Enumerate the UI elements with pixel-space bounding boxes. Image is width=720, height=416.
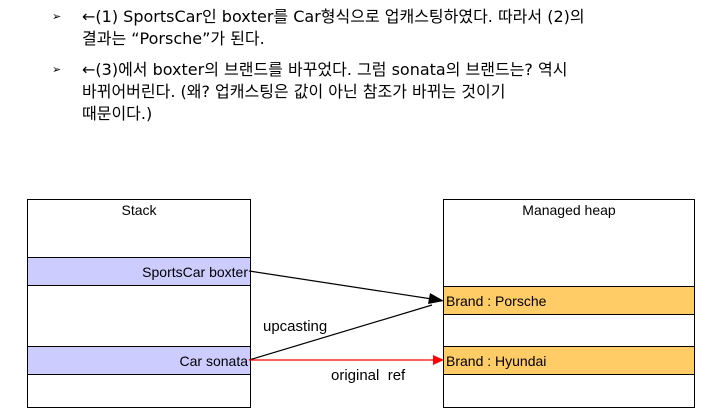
- stack-item-sonata: Car sonata: [28, 346, 250, 375]
- heap-item-hyundai: Brand : Hyundai: [444, 346, 694, 375]
- arrow-head-hyundai: [433, 355, 444, 365]
- heap-box: Managed heap Brand : Porsche Brand : Hyu…: [443, 199, 695, 408]
- arrow-sonata-to-porsche: [248, 304, 433, 361]
- original-ref-label: original ref: [331, 367, 406, 384]
- bullet-1-line-2: 결과는 “Porsche”가 된다.: [82, 29, 265, 48]
- arrow-head-porsche: [428, 293, 444, 304]
- bullet-1-line-1: ←(1) SportsCar인 boxter를 Car형식으로 업캐스팅하였다.…: [82, 7, 585, 26]
- bullet-2: ➢ ←(3)에서 boxter의 브랜드를 바꾸었다. 그럼 sonata의 브…: [52, 59, 672, 125]
- stack-title: Stack: [121, 202, 157, 218]
- stack-box: Stack SportsCar boxter Car sonata: [27, 199, 251, 408]
- stack-item-boxter: SportsCar boxter: [28, 257, 250, 286]
- arrow-boxter-to-porsche: [248, 270, 433, 300]
- bullet-1: ➢ ←(1) SportsCar인 boxter를 Car형식으로 업캐스팅하였…: [52, 6, 672, 50]
- heap-item-porsche: Brand : Porsche: [444, 286, 694, 315]
- bullet-marker: ➢: [52, 63, 62, 76]
- heap-title: Managed heap: [522, 202, 616, 218]
- bullet-marker: ➢: [52, 10, 62, 23]
- bullet-2-line-2: 바뀌어버린다. (왜? 업캐스팅은 값이 아닌 참조가 바뀌는 것이기: [82, 82, 506, 101]
- bullet-2-line-1: ←(3)에서 boxter의 브랜드를 바꾸었다. 그럼 sonata의 브랜드…: [82, 60, 568, 79]
- bullet-2-line-3: 때문이다.): [82, 104, 153, 123]
- upcasting-label: upcasting: [263, 318, 328, 335]
